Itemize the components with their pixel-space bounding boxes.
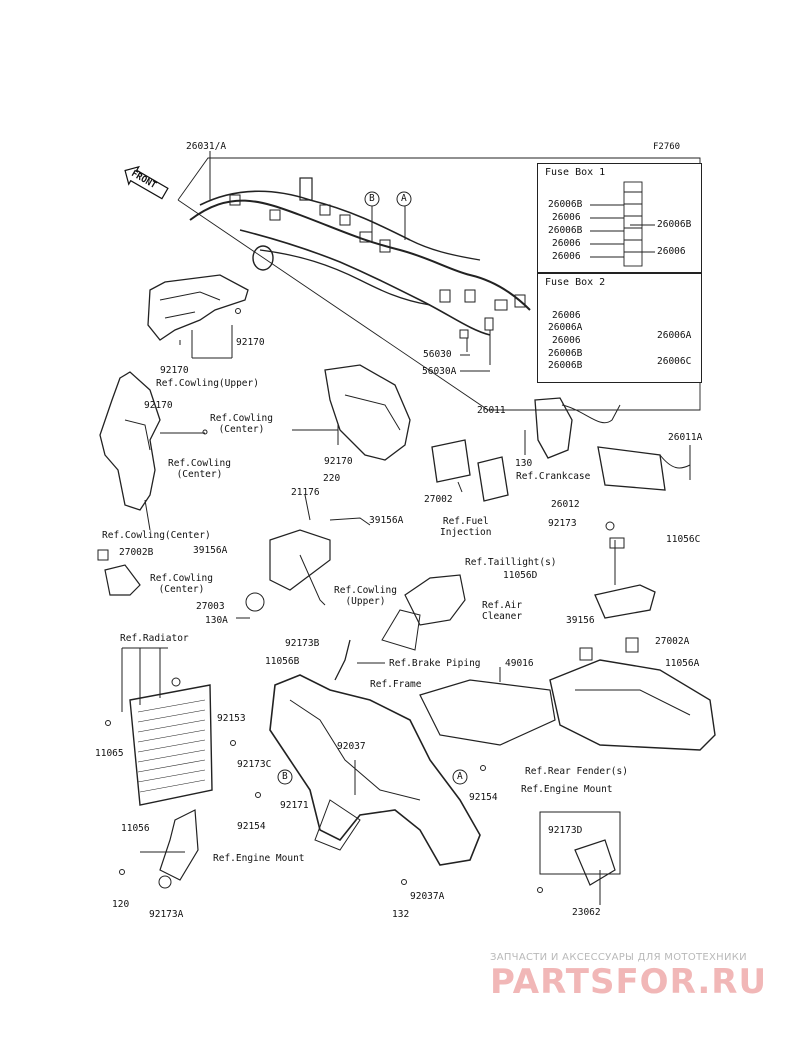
callout-92170: 92170 [160, 365, 189, 376]
callout-27003: 27003 [196, 601, 225, 612]
callout-39156a: 39156A [193, 545, 228, 556]
callout-92154: 92154 [237, 821, 266, 832]
fuse-box-1-left-label: 26006 [552, 238, 581, 249]
ref-engine-mount: Ref.Engine Mount [521, 784, 613, 795]
callout-120: 120 [112, 899, 130, 910]
callout-92037: 92037 [337, 741, 366, 752]
callout-56030a: 56030A [422, 366, 457, 377]
fuse-box-1-right-label: 26006 [657, 246, 686, 257]
fuse-box-2-left-label: 26006B [548, 348, 583, 359]
callout-92173c: 92173C [237, 759, 272, 770]
callout-92170: 92170 [236, 337, 265, 348]
ref-frame: Ref.Frame [370, 679, 422, 690]
ref-air-cleaner: Ref.Air Cleaner [482, 600, 523, 622]
marker-b: B [369, 193, 375, 204]
callout-92173a: 92173A [149, 909, 184, 920]
fuse-box-1-left-label: 26006B [548, 225, 583, 236]
callout-39156: 39156 [566, 615, 595, 626]
fuse-box-2-left-label: 26006B [548, 360, 583, 371]
callout-92153: 92153 [217, 713, 246, 724]
ref-cowling-center: Ref.Cowling (Center) [150, 573, 213, 595]
ref-engine-mount: Ref.Engine Mount [213, 853, 305, 864]
callout-130a: 130A [205, 615, 228, 626]
ref-taillight: Ref.Taillight(s) [465, 557, 557, 568]
ref-radiator: Ref.Radiator [120, 633, 189, 644]
marker-a: A [457, 771, 463, 782]
callout-92173: 92173 [548, 518, 577, 529]
marker-a: A [401, 193, 407, 204]
ref-fuel-injection: Ref.Fuel Injection [440, 516, 492, 538]
callout-11065: 11065 [95, 748, 124, 759]
fuse-box-1-left-label: 26006 [552, 251, 581, 262]
fuse-box-2 [537, 273, 702, 383]
callout-27002: 27002 [424, 494, 453, 505]
ref-cowling-upper: Ref.Cowling(Upper) [156, 378, 259, 389]
fuse-box-2-title: Fuse Box 2 [545, 277, 606, 288]
fuse-box-2-left-label: 26006 [552, 335, 581, 346]
fuse-box-1-left-label: 26006 [552, 212, 581, 223]
callout-92037a: 92037A [410, 891, 445, 902]
callout-92154: 92154 [469, 792, 498, 803]
fuse-box-2-left-label: 26006 [552, 310, 581, 321]
fuse-box-1 [537, 163, 702, 273]
fuse-box-2-right-label: 26006C [657, 356, 692, 367]
callout-harness: 26031/A [186, 141, 227, 152]
callout-92173b: 92173B [285, 638, 320, 649]
callout-27002a: 27002A [655, 636, 690, 647]
callout-26011: 26011 [477, 405, 506, 416]
marker-b: B [282, 771, 288, 782]
ref-rear-fender: Ref.Rear Fender(s) [525, 766, 628, 777]
ref-cowling-center: Ref.Cowling (Center) [210, 413, 273, 435]
fuse-box-1-title: Fuse Box 1 [545, 167, 606, 178]
callout-56030: 56030 [423, 349, 452, 360]
callout-26012: 26012 [551, 499, 580, 510]
ref-brake-piping: Ref.Brake Piping [389, 658, 481, 669]
ref-cowling-upper: Ref.Cowling (Upper) [334, 585, 397, 607]
callout-132: 132 [392, 909, 410, 920]
callout-220: 220 [323, 473, 341, 484]
figure-code: F2760 [653, 142, 681, 152]
callout-92170: 92170 [144, 400, 173, 411]
callout-92170: 92170 [324, 456, 353, 467]
fuse-box-1-right-label: 26006B [657, 219, 692, 230]
callout-11056: 11056 [121, 823, 150, 834]
fuse-box-1-left-label: 26006B [548, 199, 583, 210]
callout-26011a: 26011A [668, 432, 703, 443]
callout-92173d: 92173D [548, 825, 583, 836]
front-arrow-icon: FRONT [120, 158, 170, 206]
callout-39156a: 39156A [369, 515, 404, 526]
watermark-logo: PARTSFOR.RU [490, 962, 768, 1002]
callout-11056a: 11056A [665, 658, 700, 669]
callout-27002b: 27002B [119, 547, 154, 558]
callout-11056b: 11056B [265, 656, 300, 667]
callout-130: 130 [515, 458, 533, 469]
callout-92171: 92171 [280, 800, 309, 811]
callout-11056d: 11056D [503, 570, 538, 581]
callout-21176: 21176 [291, 487, 320, 498]
ref-crankcase: Ref.Crankcase [516, 471, 591, 482]
fuse-box-2-right-label: 26006A [657, 330, 692, 341]
ref-cowling-center: Ref.Cowling(Center) [102, 530, 211, 541]
callout-23062: 23062 [572, 907, 601, 918]
fuse-box-2-left-label: 26006A [548, 322, 583, 333]
callout-11056c: 11056C [666, 534, 701, 545]
ref-cowling-center: Ref.Cowling (Center) [168, 458, 231, 480]
watermark-caption: ЗАПЧАСТИ И АКСЕССУАРЫ ДЛЯ МОТОТЕХНИКИ [490, 952, 747, 963]
callout-49016: 49016 [505, 658, 534, 669]
